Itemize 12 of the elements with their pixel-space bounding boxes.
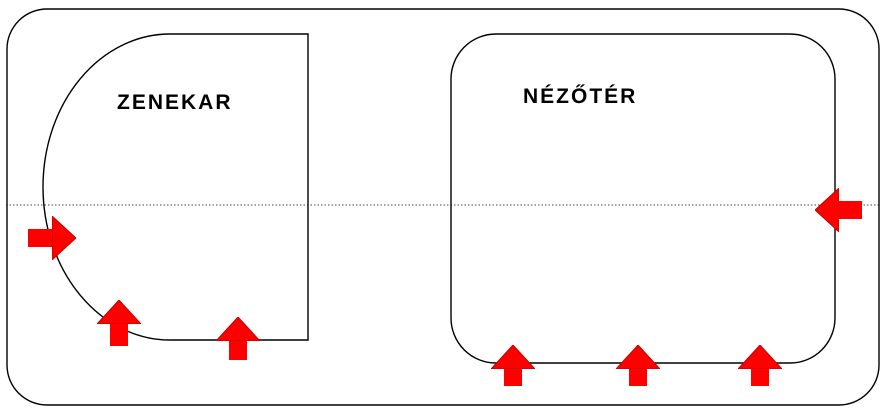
area-label: ZENEKAR	[117, 91, 233, 115]
entrance-arrow	[814, 188, 862, 232]
auditorium-area	[450, 33, 836, 364]
entrance-arrow	[616, 344, 660, 386]
entrance-arrow	[738, 344, 782, 386]
entrance-arrow	[216, 316, 260, 360]
area-label: NÉZŐTÉR	[523, 85, 638, 109]
entrance-arrow	[28, 216, 76, 260]
stage-area	[42, 33, 309, 341]
hall-outline	[6, 8, 880, 406]
entrance-arrow	[490, 344, 536, 386]
entrance-arrow	[96, 300, 142, 346]
